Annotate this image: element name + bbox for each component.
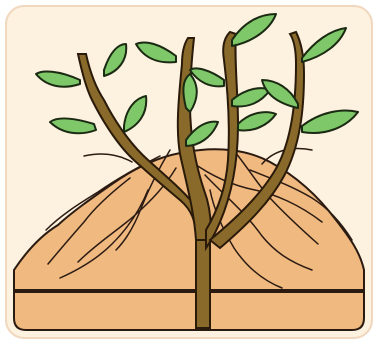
soil-base (14, 290, 364, 330)
